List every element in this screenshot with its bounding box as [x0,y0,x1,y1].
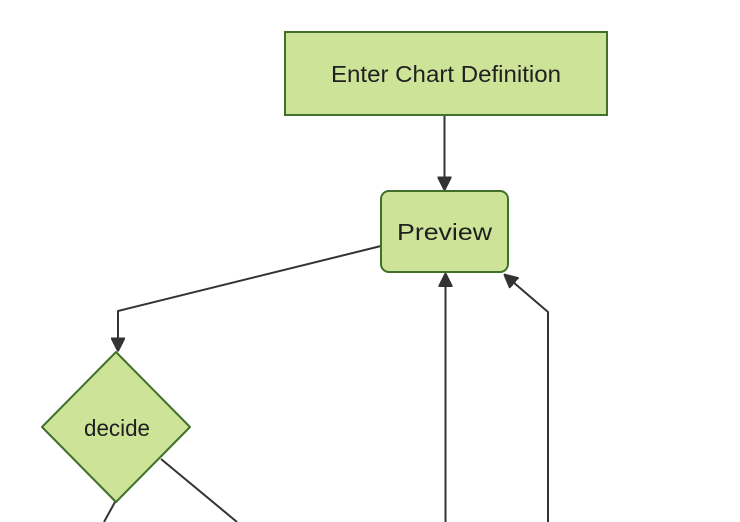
edge-decide-to-offscreen-bottom-right [160,458,238,522]
edge-offscreen-bottom-right-to-preview [506,276,549,522]
preview-label: Preview [397,219,492,245]
node-enter-chart-definition: Enter Chart Definition [284,31,608,116]
node-decide: decide [41,351,191,503]
preview-box [380,190,509,273]
enter-chart-definition-box [284,31,608,116]
node-preview: Preview [380,190,509,273]
enter-chart-definition-label: Enter Chart Definition [331,61,561,87]
decide-diamond [41,351,191,503]
edge-decide-to-offscreen-bottom-left [103,501,116,522]
edge-preview-to-decide [118,245,382,350]
decide-label: decide [84,415,150,441]
